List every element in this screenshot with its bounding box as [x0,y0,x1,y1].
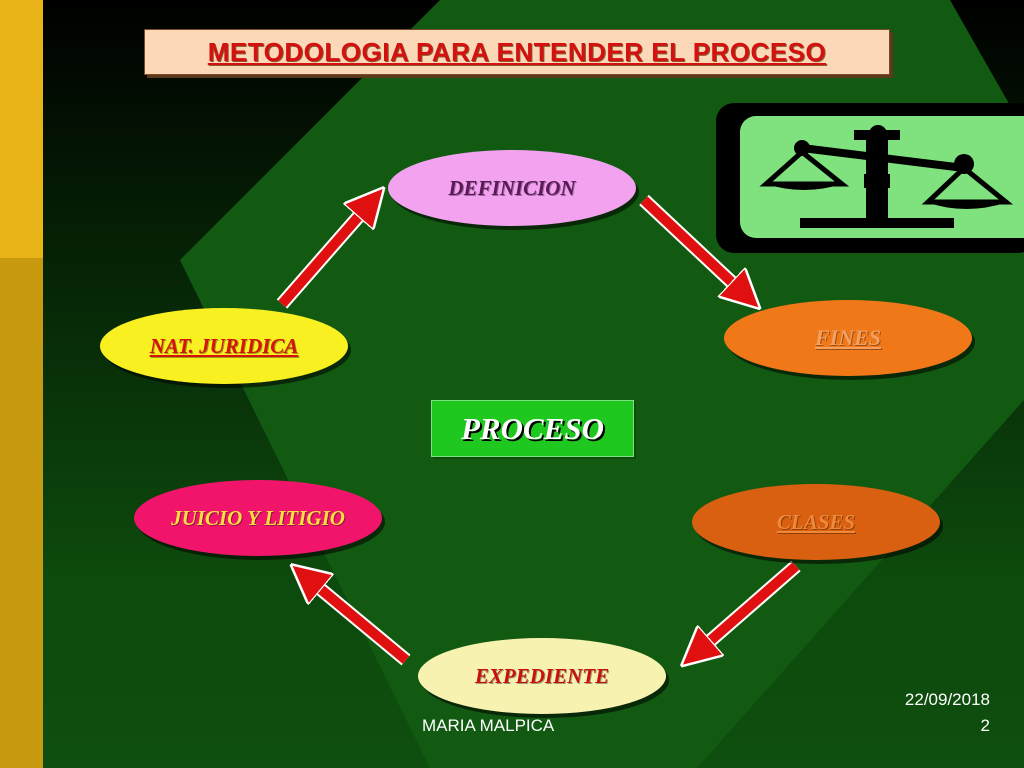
arrow-nat-to-definicion [278,208,366,308]
arrow-expediente-to-juicio [312,582,410,664]
node-clases-label: CLASES [776,509,856,534]
node-definicion-label: DEFINICION [448,175,576,200]
center-box: PROCESO [431,400,634,457]
node-fines: FINES [724,300,972,376]
node-juicio-litigio-label: JUICIO Y LITIGIO [171,505,345,530]
arrow-clases-to-expediente [702,562,800,648]
title-box: METODOLOGIA PARA ENTENDER EL PROCESO [144,29,890,75]
node-clases: CLASES [692,484,940,560]
arrow-definicion-to-fines [640,196,740,290]
node-fines-label: FINES [814,325,882,350]
node-nat-juridica-label: NAT. JURIDICA [149,333,299,358]
accent-bar-bottom [0,258,43,768]
node-juicio-litigio: JUICIO Y LITIGIO [134,480,382,556]
footer-date: 22/09/2018 [904,690,990,709]
footer-page-number: 2 [980,716,990,735]
center-label: PROCESO [461,410,604,446]
slide-title: METODOLOGIA PARA ENTENDER EL PROCESO [207,36,827,67]
scales-of-justice-icon [716,103,1024,253]
node-expediente: EXPEDIENTE [418,638,666,714]
accent-bar-top [0,0,43,258]
footer-author: MARIA MALPICA [422,716,555,735]
node-nat-juridica: NAT. JURIDICA [100,308,348,384]
node-expediente-label: EXPEDIENTE [474,663,610,688]
node-definicion: DEFINICION [388,150,636,226]
